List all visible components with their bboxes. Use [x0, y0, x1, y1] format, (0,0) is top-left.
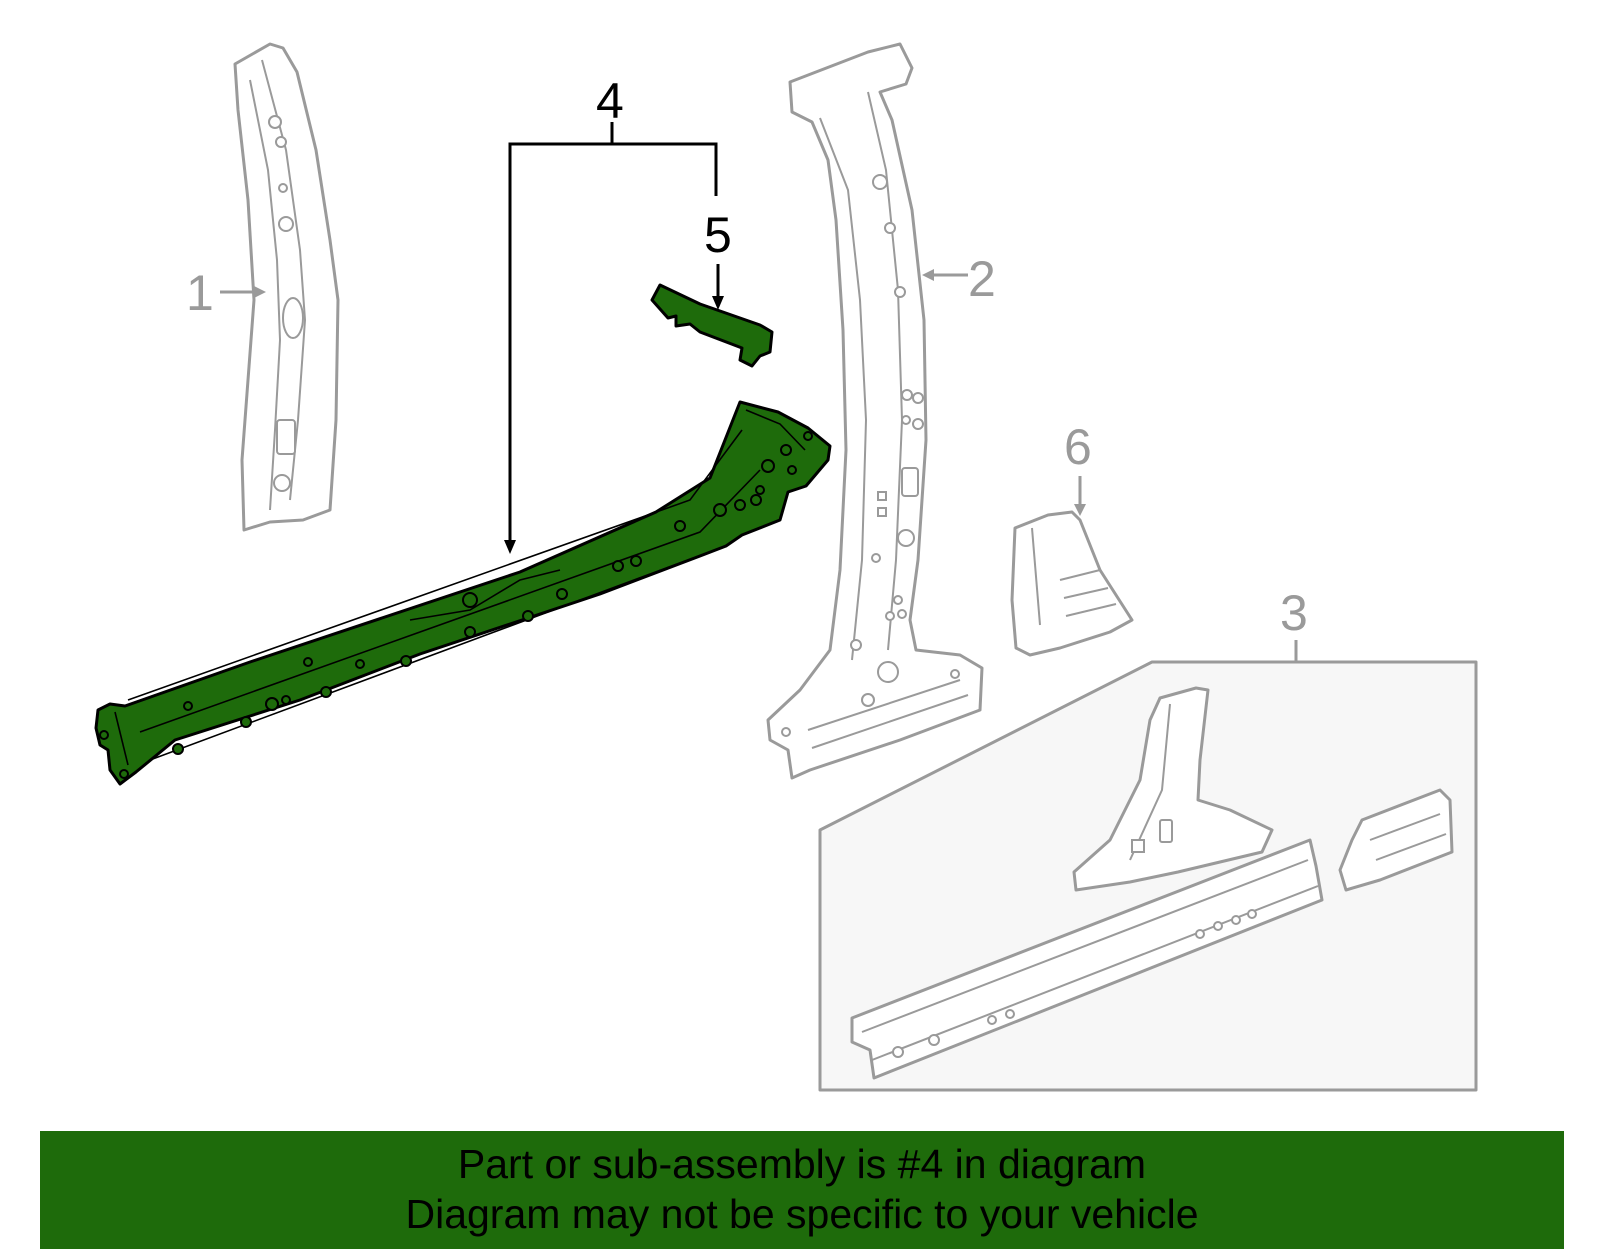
footer-banner: Part or sub-assembly is #4 in diagram Di…: [40, 1131, 1564, 1249]
part-2-b-pillar: [766, 42, 984, 780]
callout-6: 6: [1064, 419, 1092, 475]
leader-4-bracket: [504, 122, 718, 554]
callout-1: 1: [186, 265, 214, 321]
leader-2: [922, 269, 968, 281]
part-1-a-pillar: [233, 42, 340, 532]
leader-6: [1074, 476, 1086, 516]
leader-5: [712, 264, 724, 310]
part-4-rocker-panel: [94, 400, 832, 786]
callout-5: 5: [704, 207, 732, 263]
callout-2: 2: [968, 251, 996, 307]
part-3-assembly-box: [818, 660, 1478, 1092]
part-5-reinforcement: [650, 283, 774, 368]
leader-1: [220, 286, 266, 298]
footer-disclaimer: Diagram may not be specific to your vehi…: [405, 1191, 1199, 1237]
part-6-bracket: [1010, 510, 1134, 657]
footer-part-note: Part or sub-assembly is #4 in diagram: [457, 1141, 1147, 1187]
callout-3: 3: [1280, 585, 1308, 641]
callout-4: 4: [596, 73, 624, 129]
